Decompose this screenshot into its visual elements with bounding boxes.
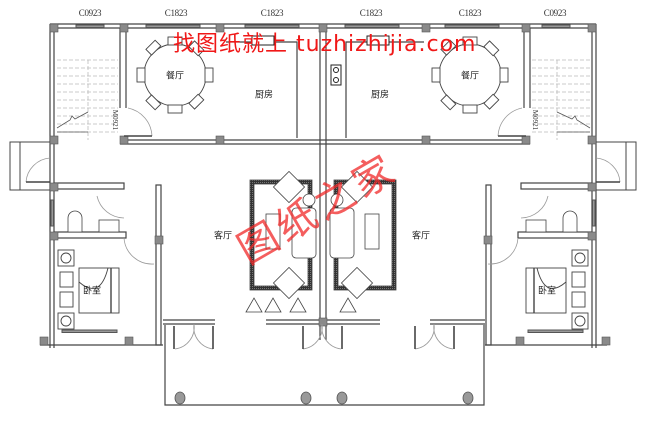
room-label-living-right: 客厅 <box>411 231 431 242</box>
door-tag-right: M0921 <box>531 109 539 131</box>
window-label-c0923-right: C0923 <box>543 8 567 18</box>
window-label-c1823-1: C1823 <box>164 8 188 18</box>
room-label-bedroom-right: 卧室 <box>537 286 557 297</box>
door-tag-left: M0921 <box>111 109 119 131</box>
window-label-c1823-4: C1823 <box>458 8 482 18</box>
doors <box>25 107 621 350</box>
dining-tables <box>136 36 509 114</box>
watermark-top: 找图纸就上 tuzhizhijia.com <box>173 32 477 57</box>
room-label-kitchen-left: 厨房 <box>254 90 274 101</box>
door-leaves <box>173 326 455 349</box>
room-label-living-left: 客厅 <box>213 231 233 242</box>
stair-break-lines <box>56 111 591 133</box>
window-label-c1823-2: C1823 <box>260 8 284 18</box>
window-label-c0923-left: C0923 <box>78 8 102 18</box>
living-room-furniture <box>245 170 397 313</box>
room-label-dining-right: 餐厅 <box>460 71 480 82</box>
room-label-kitchen-right: 厨房 <box>370 90 390 101</box>
room-label-bedroom-left: 卧室 <box>82 286 102 297</box>
columns <box>39 23 611 346</box>
kitchen-fixtures <box>251 35 390 86</box>
bathroom-fixtures <box>67 210 578 233</box>
beds <box>57 249 589 330</box>
windows <box>50 24 596 333</box>
room-label-dining-left: 餐厅 <box>165 71 185 82</box>
window-label-c1823-3: C1823 <box>359 8 383 18</box>
porch-pillars <box>174 391 474 405</box>
side-entries <box>9 141 637 191</box>
